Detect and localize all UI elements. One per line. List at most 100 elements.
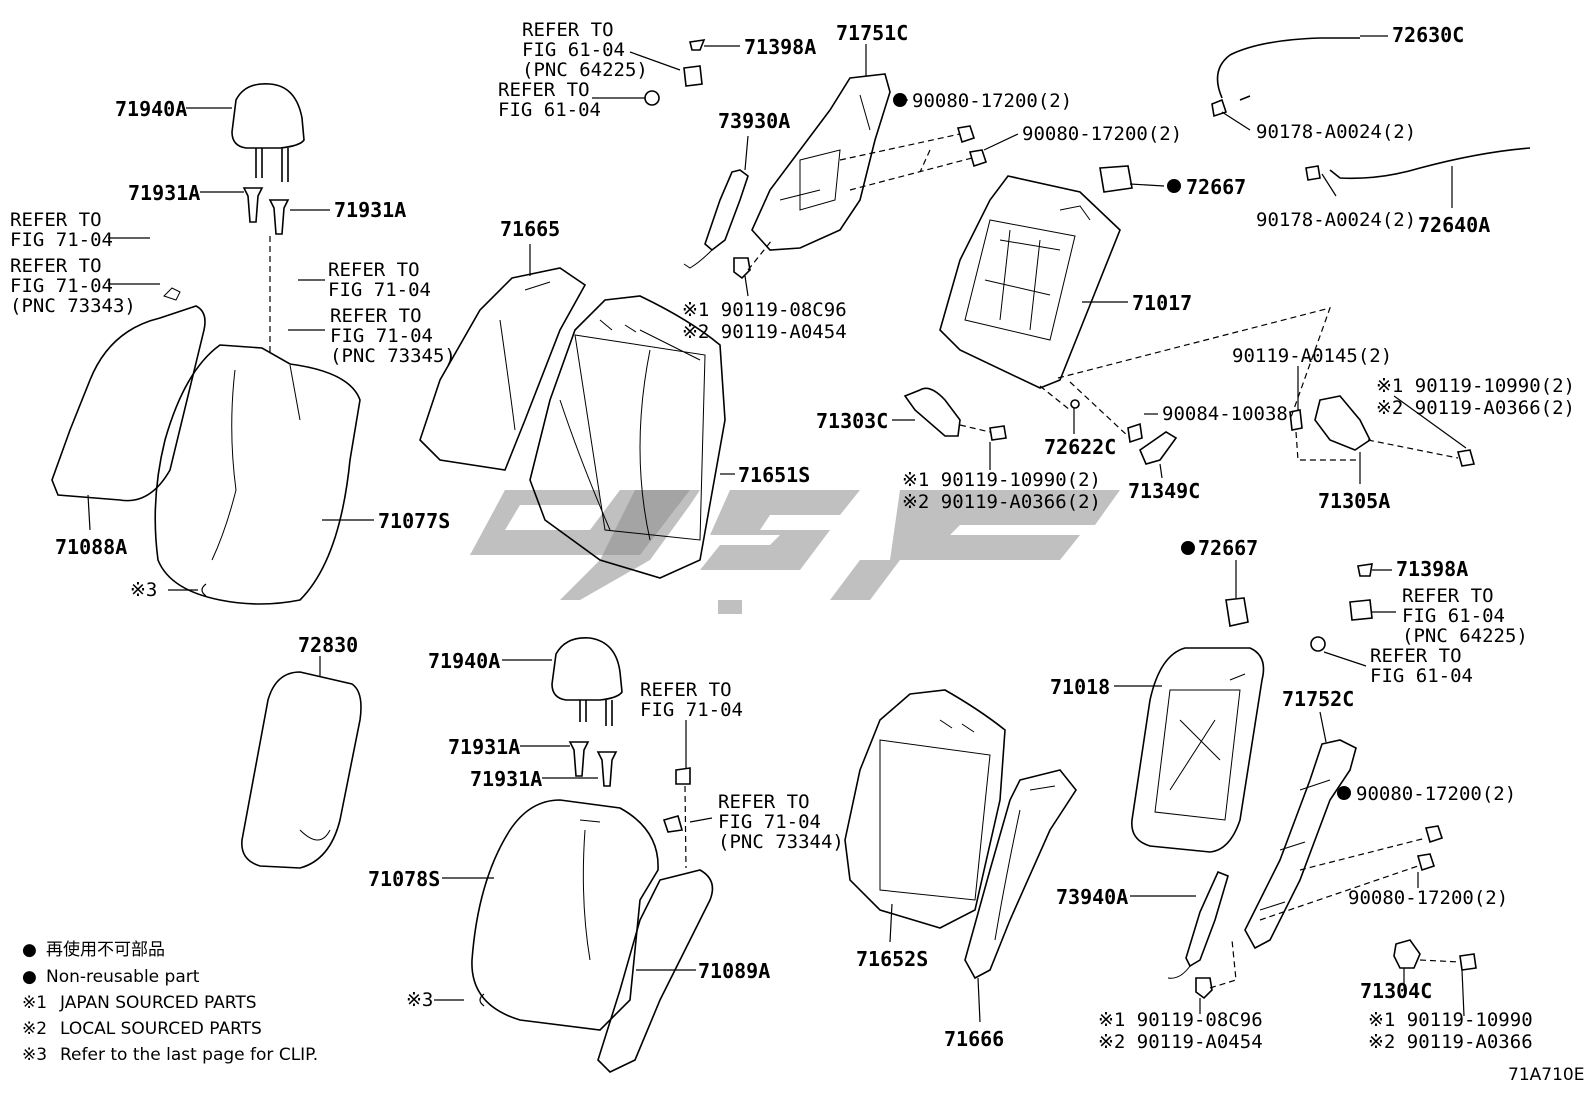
label-note-3: ※3 bbox=[130, 579, 157, 601]
label-71303C: 71303C bbox=[816, 409, 888, 433]
seatback-frame-71018 bbox=[1131, 647, 1265, 853]
legend-text: LOCAL SOURCED PARTS bbox=[60, 1019, 262, 1039]
legend-text: JAPAN SOURCED PARTS bbox=[59, 993, 257, 1013]
label-90119-10990-A0366: ※1 90119-10990(2)※2 90119-A0366(2) bbox=[1376, 375, 1575, 419]
seatback-cover-upper bbox=[154, 344, 361, 605]
label-71652S: 71652S bbox=[856, 947, 928, 971]
label-72667: 72667 bbox=[1198, 536, 1258, 560]
side-airbag-73940a bbox=[1167, 870, 1229, 979]
headrest-upper bbox=[231, 83, 305, 182]
label-71018: 71018 bbox=[1050, 675, 1110, 699]
label-90119-10990-A0366: ※1 90119-10990※2 90119-A0366 bbox=[1368, 1009, 1533, 1053]
legend-text: Non-reusable part bbox=[46, 967, 200, 987]
label-71931A: 71931A bbox=[334, 198, 406, 222]
label-71398A: 71398A bbox=[1396, 557, 1468, 581]
armrest-72830 bbox=[241, 671, 362, 869]
label-90119-08C96-A0454: ※1 90119-08C96※2 90119-A0454 bbox=[1098, 1009, 1263, 1053]
legend-mark: ※1 bbox=[22, 993, 47, 1013]
bolt-90084-10038 bbox=[1127, 422, 1143, 444]
label-90178-A0024: 90178-A0024(2) bbox=[1256, 121, 1416, 143]
label-72830: 72830 bbox=[298, 633, 358, 657]
legend-mark: ※3 bbox=[22, 1045, 47, 1065]
label-90080-17200: 90080-17200(2) bbox=[912, 90, 1072, 112]
label-71751C: 71751C bbox=[836, 21, 908, 45]
label-note-3: ※3 bbox=[406, 989, 433, 1011]
label-90080-17200: 90080-17200(2) bbox=[1348, 887, 1508, 909]
cover-71349c bbox=[1139, 431, 1178, 465]
label-73940A: 73940A bbox=[1056, 885, 1128, 909]
legend-mark: ※2 bbox=[22, 1019, 47, 1039]
label-73930A: 73930A bbox=[718, 109, 790, 133]
legend-text: 再使用不可部品 bbox=[46, 939, 165, 960]
clip-71398a-upper bbox=[644, 39, 706, 106]
label-72630C: 72630C bbox=[1392, 23, 1464, 47]
nuts-lower bbox=[1259, 825, 1444, 921]
seatback-frame-71017 bbox=[939, 175, 1121, 389]
label-71305A: 71305A bbox=[1318, 489, 1390, 513]
legend-text: Refer to the last page for CLIP. bbox=[60, 1045, 318, 1065]
nuts-upper bbox=[839, 125, 988, 191]
label-90178-A0024: 90178-A0024(2) bbox=[1256, 209, 1416, 231]
clip-71398a-lower bbox=[1310, 563, 1373, 652]
leader-lines bbox=[87, 35, 1467, 1023]
seatback-cover-lower bbox=[471, 799, 659, 1031]
seatback-frame-cover-71651s bbox=[529, 295, 726, 579]
cable-72630c bbox=[1211, 37, 1360, 118]
side-airbag-73930a bbox=[683, 169, 749, 269]
label-71931A: 71931A bbox=[470, 767, 542, 791]
hinge-71305a bbox=[1289, 395, 1476, 467]
label-71077S: 71077S bbox=[378, 509, 450, 533]
label-71349C: 71349C bbox=[1128, 479, 1200, 503]
watermark-logo bbox=[470, 490, 1120, 614]
bolt-90119-lower bbox=[1195, 939, 1237, 1000]
headrest-guide-upper bbox=[242, 187, 290, 235]
dash-line bbox=[1039, 307, 1331, 439]
washer-72622c bbox=[1070, 399, 1080, 409]
label-90119-08C96-A0454: ※1 90119-08C96※2 90119-A0454 bbox=[682, 299, 847, 343]
label-90119-10990-A0366: ※1 90119-10990(2)※2 90119-A0366(2) bbox=[902, 469, 1101, 513]
non-reusable-dots bbox=[893, 93, 1351, 800]
legend: ● 再使用不可部品 ● Non-reusable part ※1 JAPAN S… bbox=[22, 939, 318, 1065]
label-71931A: 71931A bbox=[448, 735, 520, 759]
label-71665: 71665 bbox=[500, 217, 560, 241]
label-71651S: 71651S bbox=[738, 463, 810, 487]
label-71088A: 71088A bbox=[55, 535, 127, 559]
legend-mark: ● bbox=[22, 940, 37, 960]
clip-c-symbols bbox=[201, 583, 485, 1007]
headrest-lower bbox=[551, 637, 623, 726]
label-90080-17200: 90080-17200(2) bbox=[1022, 123, 1182, 145]
label-71666: 71666 bbox=[944, 1027, 1004, 1051]
label-71940A: 71940A bbox=[115, 97, 187, 121]
side-bracket-71752c bbox=[1244, 739, 1357, 950]
label-90080-17200: 90080-17200(2) bbox=[1356, 783, 1516, 805]
diagram-code: 71A710E bbox=[1508, 1065, 1584, 1085]
bracket-71303c bbox=[903, 387, 1007, 441]
label-71078S: 71078S bbox=[368, 867, 440, 891]
clip-72667-lower bbox=[1225, 597, 1249, 627]
label-72640A: 72640A bbox=[1418, 213, 1490, 237]
label-72667: 72667 bbox=[1186, 175, 1246, 199]
label-71304C: 71304C bbox=[1360, 979, 1432, 1003]
seatback-pad-upper bbox=[51, 287, 206, 502]
label-71398A: 71398A bbox=[744, 35, 816, 59]
legend-mark: ● bbox=[22, 967, 37, 987]
bracket-71304c bbox=[1393, 939, 1477, 971]
label-90119-A0145: 90119-A0145(2) bbox=[1232, 345, 1392, 367]
bolster-pad-71665 bbox=[419, 267, 587, 471]
side-bracket-71751c bbox=[751, 73, 891, 251]
cable-72640a bbox=[1305, 147, 1531, 181]
label-71931A: 71931A bbox=[128, 181, 200, 205]
seatback-pad-lower bbox=[597, 767, 714, 1073]
